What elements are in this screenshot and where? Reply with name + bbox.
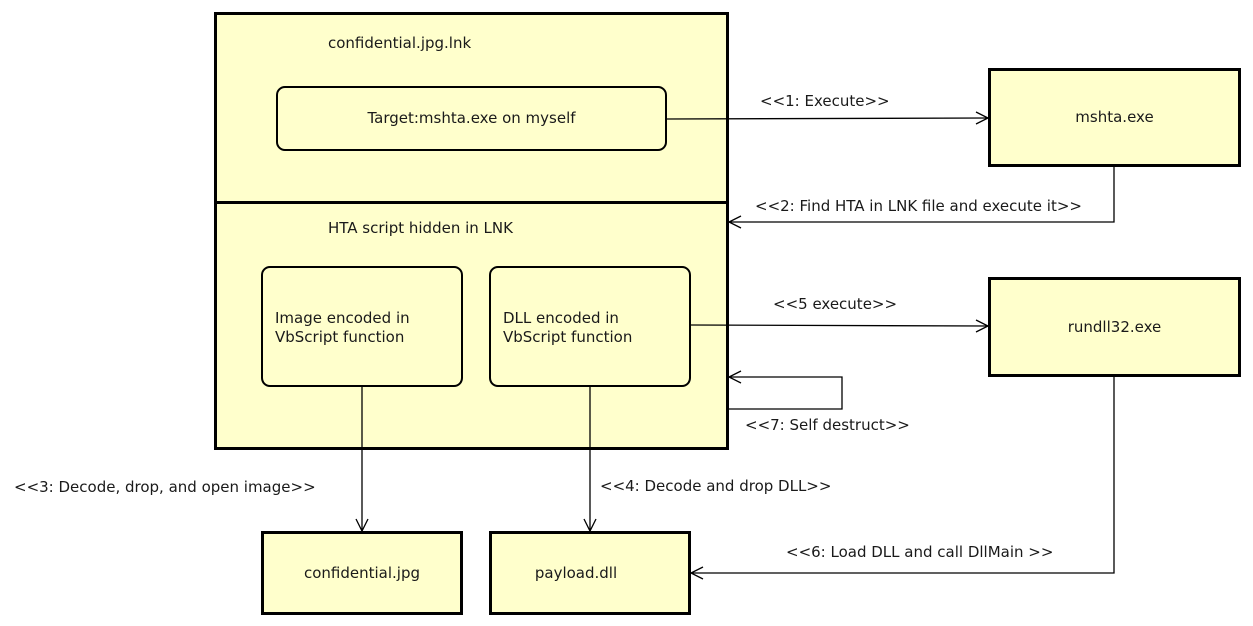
hta-script-title: HTA script hidden in LNK (328, 219, 513, 237)
edge-5-label: <<5 execute>> (773, 295, 898, 313)
payload-dll-label: payload.dll (534, 563, 618, 582)
dll-encoded-label: DLL encoded in VbScript function (503, 309, 633, 346)
edge-4-label: <<4: Decode and drop DLL>> (600, 477, 832, 495)
edge-7-label: <<7: Self destruct>> (745, 416, 910, 434)
lnk-file-title: confidential.jpg.lnk (328, 34, 472, 52)
mshta-label: mshta.exe (1075, 108, 1154, 126)
edge-5-line (690, 324, 989, 327)
edge-6-label: <<6: Load DLL and call DllMain >> (786, 543, 1054, 561)
edge-2-line (729, 167, 1115, 223)
lnk-target-box: Target:mshta.exe on myself (276, 86, 667, 151)
edge-2-label: <<2: Find HTA in LNK file and execute it… (755, 197, 1082, 215)
lnk-target-label: Target:mshta.exe on myself (367, 109, 576, 127)
confidential-jpg-node: confidential.jpg (261, 531, 463, 615)
mshta-node: mshta.exe (988, 68, 1241, 167)
edge-6-line (691, 377, 1115, 574)
edge-4-arrowhead (583, 518, 597, 533)
edge-7-arrowhead (727, 370, 742, 384)
rundll32-node: rundll32.exe (988, 277, 1241, 377)
image-encoded-box: Image encoded in VbScript function (261, 266, 463, 387)
image-encoded-label: Image encoded in VbScript function (275, 309, 410, 346)
edge-1-line (666, 117, 989, 120)
edge-7-line (729, 376, 843, 410)
payload-dll-node: payload.dll (489, 531, 691, 615)
edge-3-label: <<3: Decode, drop, and open image>> (14, 478, 316, 496)
edge-2-arrowhead (727, 215, 742, 229)
edge-6-arrowhead (689, 566, 704, 580)
confidential-jpg-label: confidential.jpg (303, 563, 421, 582)
edge-3-arrowhead (355, 518, 369, 533)
edge-1-arrowhead (975, 111, 990, 125)
dll-encoded-box: DLL encoded in VbScript function (489, 266, 691, 387)
edge-5-arrowhead (975, 319, 990, 333)
edge-1-label: <<1: Execute>> (760, 92, 890, 110)
rundll32-label: rundll32.exe (1067, 317, 1162, 336)
